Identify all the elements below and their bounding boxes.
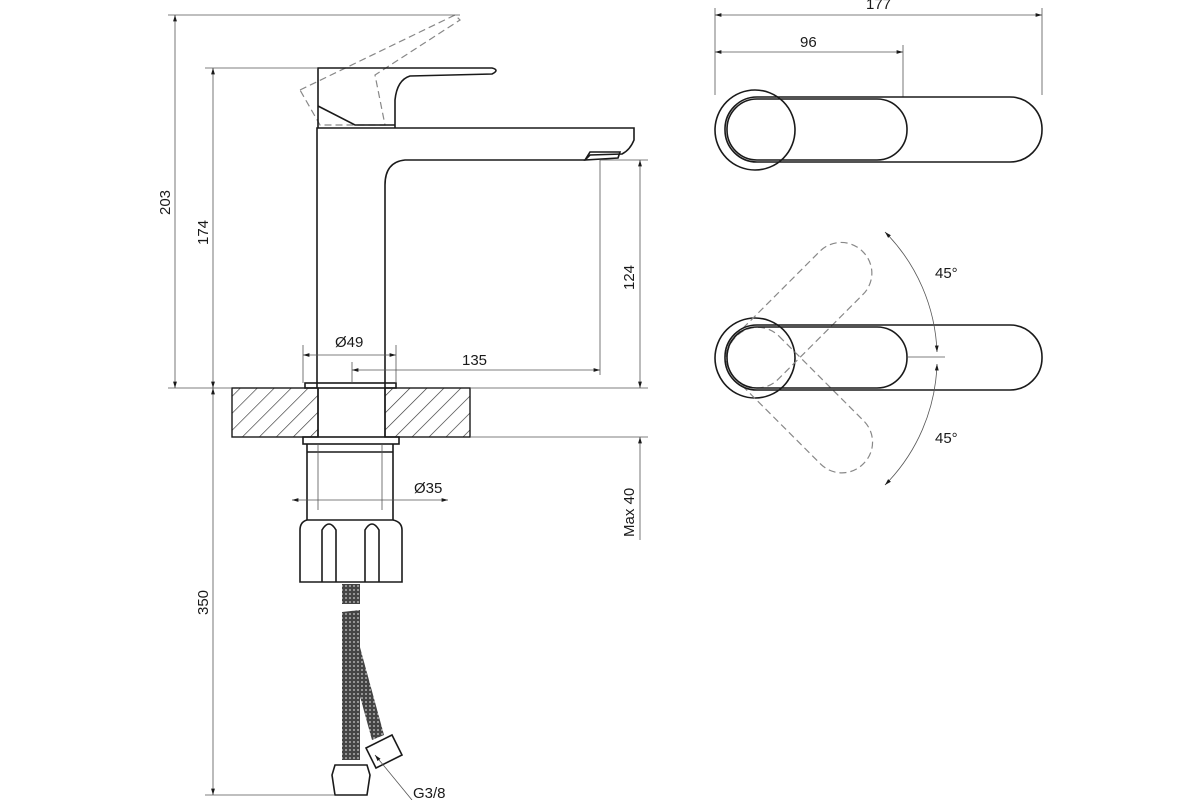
dim-96: 96 — [800, 34, 817, 51]
dim-g38: G3/8 — [413, 785, 446, 800]
faucet-side-view — [299, 14, 635, 389]
lever-raised-outline — [299, 14, 461, 126]
hose-nut-hot — [364, 733, 404, 770]
lever-rotation-view: 45° 45° — [714, 231, 1043, 486]
angle-up: 45° — [935, 265, 958, 282]
dim-d49: Ø49 — [335, 334, 363, 351]
dim-max40: Max 40 — [621, 488, 638, 537]
dim-135: 135 — [462, 352, 487, 369]
dim-350: 350 — [195, 590, 212, 615]
aerator — [583, 151, 622, 161]
base-plate — [304, 382, 397, 389]
dim-203: 203 — [157, 190, 174, 215]
faucet-top-view: 177 96 — [714, 0, 1043, 171]
hose-hot — [350, 640, 384, 740]
dim-174: 174 — [195, 220, 212, 245]
dim-177: 177 — [866, 0, 891, 13]
dim-d35: Ø35 — [414, 480, 442, 497]
countertop-section — [231, 387, 471, 438]
dim-124: 124 — [621, 265, 638, 290]
mounting-assembly — [299, 436, 404, 796]
lever — [317, 67, 497, 128]
dimension-labels: 203 174 124 350 Max 40 Ø49 135 Ø35 G3/8 — [157, 190, 638, 800]
angle-down: 45° — [935, 430, 958, 447]
mounting-nut — [299, 519, 403, 583]
hose-top — [342, 584, 360, 604]
faucet-body — [316, 127, 635, 388]
dimension-lines — [168, 14, 648, 800]
hose-nut-cold — [331, 764, 371, 796]
